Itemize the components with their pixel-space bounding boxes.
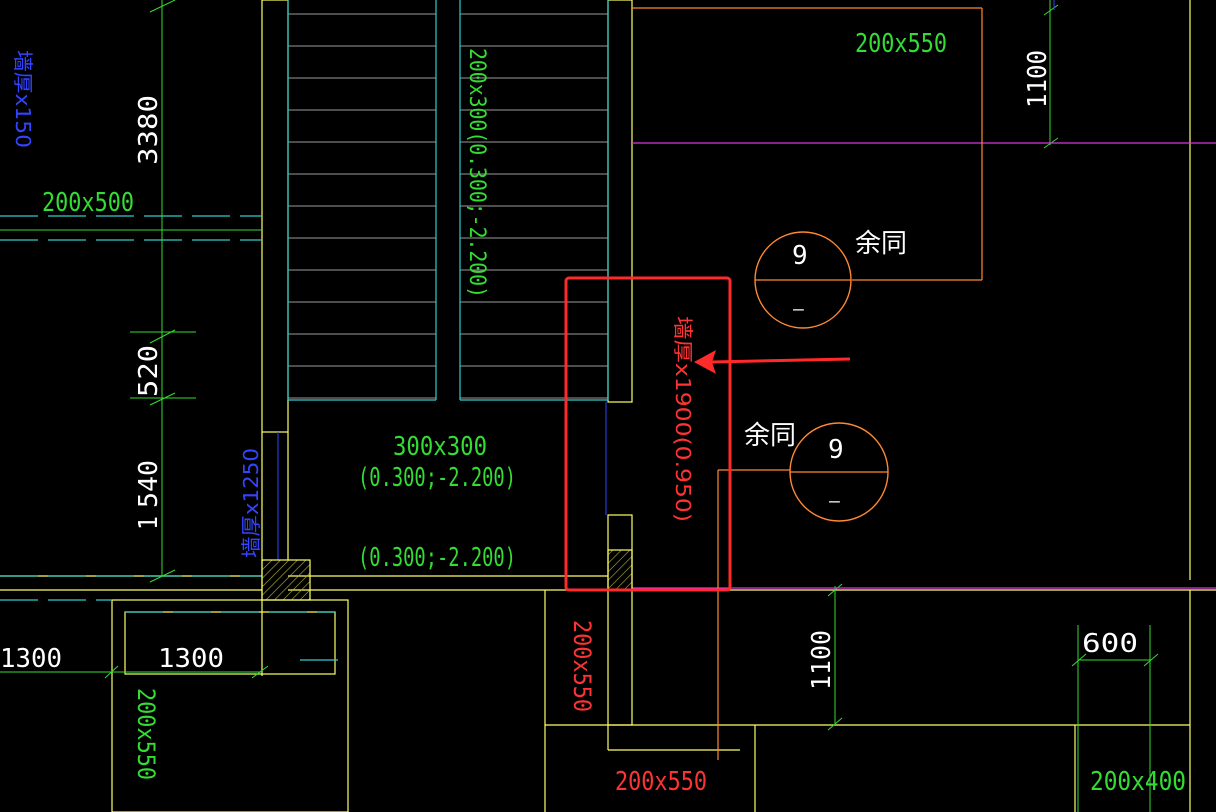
highlight-arrow-head [694, 350, 716, 374]
dim-600: 600 [1082, 629, 1138, 659]
blue-wall-lines [277, 0, 1055, 560]
highlight-arrow-shaft [711, 357, 851, 364]
beam-label-center-section: 300x300 [393, 432, 487, 462]
beam-label-bottom-center: 200x550 [615, 767, 707, 797]
callout-note: 余同 [855, 229, 907, 259]
leader-lines [632, 7, 983, 760]
beam-label-stair-vertical: 200x300(0.300;-2.200) [464, 48, 489, 298]
callout-2[interactable]: 9 — 余同 [744, 421, 889, 522]
beam-labels: 200x550 200x500 200x300(0.300;-2.200) 30… [42, 29, 1186, 797]
beam-label-red-vertical: 200x550 [568, 620, 596, 712]
axis-lines [0, 215, 340, 661]
callout-note: 余同 [744, 421, 796, 451]
column-right [607, 549, 633, 591]
dim-540: 540 [134, 460, 164, 508]
dim-520: 520 [134, 345, 164, 397]
columns [261, 549, 633, 601]
beam-label-center-elev-1: (0.300;-2.200) [358, 463, 516, 493]
dimension-lines [0, 0, 1159, 812]
callout-sub: — [829, 491, 840, 512]
column-left [261, 559, 311, 601]
dimension-texts: 1100 3380 520 540 1 1300 1300 1100 600 [0, 50, 1138, 690]
highlight-annotation [564, 276, 851, 592]
wall-label-blue: 墙厚x1250 [239, 448, 263, 558]
dim-1100-mid: 1100 [807, 630, 837, 690]
beam-label-bottom-right: 200x400 [1090, 767, 1186, 797]
wall-labels: 墙厚x1250 墙厚x1900(0.950) 墙厚x150 [11, 50, 695, 558]
stair-flights [287, 0, 609, 401]
dim-prefix: 1 [134, 516, 164, 530]
wall-label-red: 墙厚x1900(0.950) [671, 316, 695, 522]
highlight-box [564, 276, 732, 592]
dim-1100-top: 1100 [1023, 50, 1053, 108]
beam-label-left-upper: 200x500 [42, 188, 134, 218]
wall-label-blue-edge: 墙厚x150 [11, 50, 35, 148]
stair-treads [288, 13, 608, 399]
beam-label-top-right: 200x550 [855, 29, 947, 59]
dim-1300-b: 1300 [158, 644, 224, 674]
beam-label-center-elev-2: (0.300;-2.200) [358, 543, 516, 573]
callout-number: 9 [828, 435, 844, 465]
grid-lines [632, 142, 1216, 589]
callout-sub: — [793, 299, 804, 320]
dim-3380: 3380 [134, 95, 164, 165]
callout-1[interactable]: 9 — 余同 [754, 229, 907, 329]
dim-1300-a: 1300 [0, 644, 62, 674]
beam-label-bottom-left-vertical: 200x550 [132, 688, 160, 780]
callout-number: 9 [792, 241, 808, 271]
